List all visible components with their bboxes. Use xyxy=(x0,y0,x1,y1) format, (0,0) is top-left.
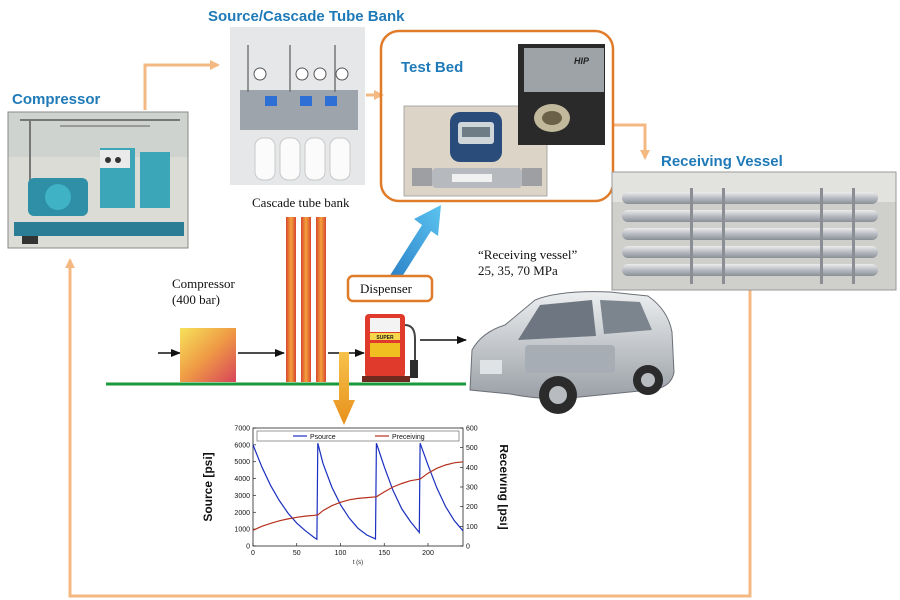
source-cascade-title: Source/Cascade Tube Bank xyxy=(208,8,404,25)
compressor-to-source-arrow xyxy=(145,65,218,110)
y-tick-label: 3000 xyxy=(234,493,250,500)
y2-tick-label: 300 xyxy=(466,485,478,492)
x-tick-label: 0 xyxy=(251,550,255,557)
source-cascade-photo xyxy=(230,27,365,185)
chart-legend xyxy=(257,431,459,441)
x-axis-label: t (s) xyxy=(353,560,363,566)
car-illustration xyxy=(470,292,674,414)
dispenser-label: Dispenser xyxy=(360,281,412,297)
x-tick-label: 50 xyxy=(293,550,301,557)
testbed-to-receiving-arrow xyxy=(613,125,645,158)
cascade-tube-1 xyxy=(286,217,296,382)
cascade-tubes xyxy=(286,217,326,382)
cascade-text: Cascade tube bank xyxy=(252,195,349,211)
receiving-text-line1: “Receiving vessel” xyxy=(478,247,577,263)
x-tick-label: 100 xyxy=(335,550,347,557)
y-tick-label: 0 xyxy=(246,544,250,551)
y2-tick-label: 400 xyxy=(466,465,478,472)
fitting-photo: HIP xyxy=(518,44,605,145)
y2-tick-label: 100 xyxy=(466,524,478,531)
receiving-vessel-photo xyxy=(612,172,896,290)
compressor-photo xyxy=(8,112,188,248)
compressor-text-line1: Compressor xyxy=(172,276,235,292)
y-tick-label: 1000 xyxy=(234,527,250,534)
y2-tick-label: 200 xyxy=(466,504,478,511)
testbed-title: Test Bed xyxy=(401,59,463,76)
pipe-logo: HIP xyxy=(574,56,590,66)
y-tick-label: 2000 xyxy=(234,510,250,517)
orange-arrow xyxy=(333,352,355,425)
y2-tick-label: 500 xyxy=(466,445,478,452)
receiving-vessel-title: Receiving Vessel xyxy=(661,153,783,170)
y-axis-label: Source [psi] xyxy=(201,452,215,521)
y-tick-label: 4000 xyxy=(234,476,250,483)
compressor-title: Compressor xyxy=(12,91,100,108)
compressor-block xyxy=(180,328,236,382)
cascade-tube-2 xyxy=(301,217,311,382)
y2-tick-label: 600 xyxy=(466,426,478,433)
pump-sign: SUPER xyxy=(376,335,394,341)
gas-pump-icon: SUPER xyxy=(362,314,418,382)
x-tick-label: 200 xyxy=(422,550,434,557)
y-tick-label: 6000 xyxy=(234,442,250,449)
y2-tick-label: 0 xyxy=(466,544,470,551)
legend-label: Psource xyxy=(310,434,336,441)
cascade-tube-3 xyxy=(316,217,326,382)
y-tick-label: 5000 xyxy=(234,459,250,466)
x-tick-label: 150 xyxy=(378,550,390,557)
y-tick-label: 7000 xyxy=(234,426,250,433)
receiving-text-line2: 25, 35, 70 MPa xyxy=(478,263,558,279)
compressor-text-line2: (400 bar) xyxy=(172,292,220,308)
y2-axis-label: Receiving [psi] xyxy=(497,444,508,529)
legend-label: Preceiving xyxy=(392,434,425,441)
pressure-chart: 0100020003000400050006000700001002003004… xyxy=(198,418,508,568)
blue-arrow xyxy=(389,205,441,283)
